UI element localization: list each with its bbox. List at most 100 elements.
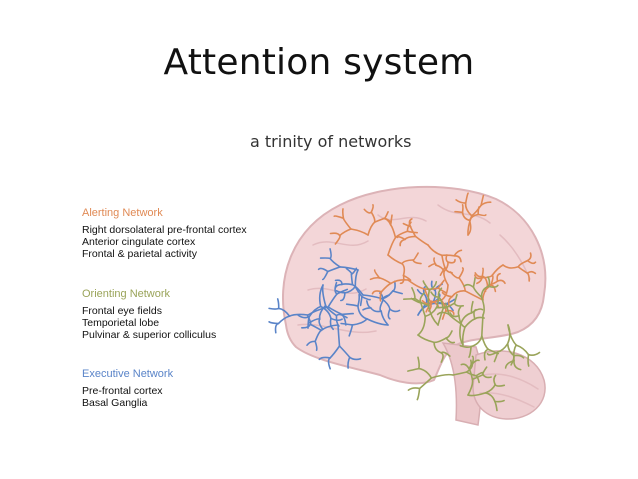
executive-network-item: Pre-frontal cortex xyxy=(82,385,163,397)
fiber-segment xyxy=(449,312,460,318)
fiber-segment xyxy=(493,374,497,386)
fiber-segment xyxy=(314,340,318,352)
fiber-segment xyxy=(526,259,537,265)
fiber-segment xyxy=(428,281,438,292)
fiber-segment xyxy=(412,252,419,261)
fiber-segment xyxy=(443,270,449,286)
fiber-segment xyxy=(362,307,372,311)
fiber-segment xyxy=(436,311,450,316)
fiber-segment xyxy=(380,282,392,293)
fiber-segment xyxy=(481,267,484,277)
fiber-segment xyxy=(329,248,332,260)
fiber-segment xyxy=(366,318,389,326)
fiber-segment xyxy=(460,363,470,370)
fiber-segment xyxy=(472,286,483,298)
fiber-segment xyxy=(453,249,463,257)
fiber-segment xyxy=(417,315,426,336)
fiber-segment xyxy=(338,345,351,359)
fiber-segment xyxy=(435,296,440,309)
fiber-segment xyxy=(496,279,506,285)
fiber-segment xyxy=(335,313,348,319)
alerting-network-item: Right dorsolateral pre-frontal cortex xyxy=(82,224,247,236)
fiber-segment xyxy=(430,280,436,292)
fiber-segment xyxy=(441,254,456,257)
fiber-segment xyxy=(484,383,496,394)
fiber-segment xyxy=(517,259,529,268)
fiber-segment xyxy=(482,366,488,376)
orienting-network-item: Temporietal lobe xyxy=(82,317,160,329)
fiber-segment xyxy=(435,264,445,273)
fiber-segment xyxy=(327,357,331,370)
fiber-segment xyxy=(414,235,429,246)
fiber-segment xyxy=(363,208,373,214)
fiber-segment xyxy=(338,228,352,237)
alerting-network-item: Anterior cingulate cortex xyxy=(82,236,196,248)
fiber-segment xyxy=(392,280,396,292)
fiber-segment xyxy=(427,244,443,257)
fiber-segment xyxy=(433,337,447,344)
fiber-segment xyxy=(416,387,421,401)
fiber-segment xyxy=(427,305,439,326)
fiber-segment xyxy=(476,276,483,285)
fiber-segment xyxy=(357,293,361,307)
fiber-segment xyxy=(318,304,327,320)
fiber-segment xyxy=(410,297,422,304)
fiber-segment xyxy=(513,359,522,371)
fiber-segment xyxy=(337,324,341,347)
fiber-segment xyxy=(351,318,368,326)
fiber-segment xyxy=(467,219,472,236)
fiber-segment xyxy=(335,314,340,327)
fiber-segment xyxy=(334,283,343,289)
fiber-segment xyxy=(380,310,389,326)
fiber-segment xyxy=(486,351,498,356)
fiber-segment xyxy=(369,307,382,313)
orienting-network-item: Frontal eye fields xyxy=(82,305,162,317)
legend-executive-network: Executive Network Pre-frontal cortex Bas… xyxy=(82,368,332,409)
fiber-segment xyxy=(461,326,466,346)
fiber-segment xyxy=(423,292,428,305)
fiber-segment xyxy=(493,351,499,363)
orienting-network-fibers xyxy=(403,276,541,412)
fiber-segment xyxy=(333,215,345,220)
fiber-segment xyxy=(369,276,381,281)
fiber-segment xyxy=(423,288,431,303)
fiber-segment xyxy=(318,318,324,331)
fiber-segment xyxy=(327,293,338,308)
diagram-subtitle: a trinity of networks xyxy=(250,132,412,151)
fiber-segment xyxy=(399,274,405,285)
fiber-segment xyxy=(435,306,448,309)
fiber-segment xyxy=(327,306,343,316)
fiber-segment xyxy=(341,283,354,286)
fiber-segment xyxy=(307,316,310,329)
fiber-segment xyxy=(406,221,412,233)
fiber-segment xyxy=(350,228,369,236)
fiber-segment xyxy=(387,236,397,256)
fiber-segment xyxy=(439,266,446,276)
fiber-segment xyxy=(351,283,364,296)
fiber-segment xyxy=(288,313,309,317)
fiber-segment xyxy=(425,303,431,313)
fiber-segment xyxy=(268,307,280,310)
fiber-segment xyxy=(468,213,479,222)
fiber-segment xyxy=(277,307,291,317)
fiber-segment xyxy=(387,308,391,320)
fiber-segment xyxy=(458,277,466,292)
fiber-segment xyxy=(471,355,475,365)
fiber-segment xyxy=(445,254,449,263)
fiber-segment xyxy=(461,211,471,222)
fiber-segment xyxy=(422,280,431,292)
fiber-segment xyxy=(445,337,456,344)
orienting-network-heading: Orienting Network xyxy=(82,288,171,300)
fiber-segment xyxy=(396,236,406,241)
fiber-segment xyxy=(402,222,412,228)
fiber-segment xyxy=(336,288,349,295)
fiber-segment xyxy=(483,348,490,361)
fiber-segment xyxy=(314,329,323,343)
fiber-segment xyxy=(347,356,351,369)
fiber-segment xyxy=(513,354,525,359)
fiber-segment xyxy=(276,298,280,310)
fiber-segment xyxy=(506,324,511,345)
fiber-segment xyxy=(341,208,345,220)
fiber-segment xyxy=(324,304,338,317)
fiber-segment xyxy=(433,341,443,354)
